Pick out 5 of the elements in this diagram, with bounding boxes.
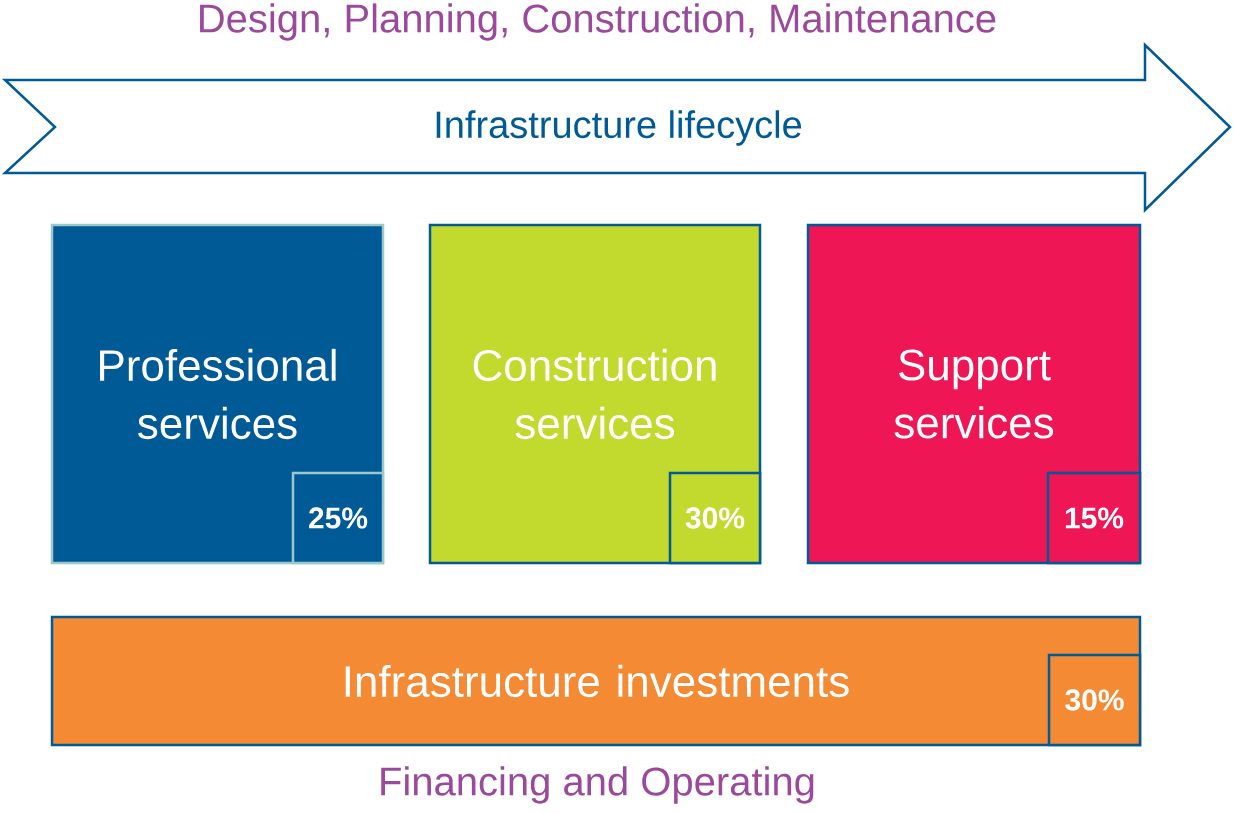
percentage-box: 30% <box>1047 653 1142 747</box>
heading-label: Financing and Operating <box>381 766 814 804</box>
percentage-box: 30% <box>668 471 762 565</box>
percentage-box: 15% <box>1046 471 1142 565</box>
percentage-box: 25% <box>291 471 385 565</box>
